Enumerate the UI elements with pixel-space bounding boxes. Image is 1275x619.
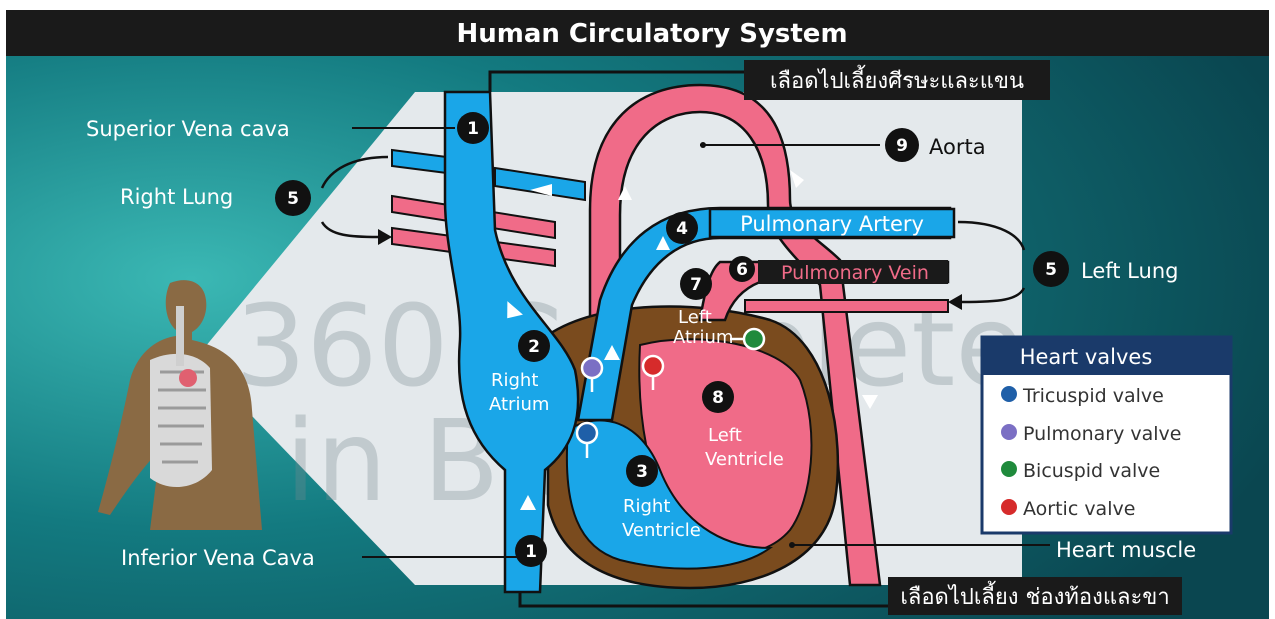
right-ventricle-label-line-2: Ventricle	[622, 520, 701, 541]
svg-text:9: 9	[896, 136, 908, 156]
legend-tricuspid-swatch	[1001, 386, 1017, 402]
left-ventricle-label-line-1: Left	[708, 425, 742, 446]
heart-muscle-label: Heart muscle	[1056, 538, 1196, 562]
bottom-note-text: เลือดไปเลี้ยง ช่องท้องและขา	[900, 581, 1169, 610]
badge-pulmonary-artery: 4	[666, 212, 698, 244]
aorta-label: Aorta	[929, 135, 986, 159]
inferior-vena-cava-label: Inferior Vena Cava	[121, 546, 315, 570]
legend-item-bicuspid: Bicuspid valve	[1023, 460, 1160, 482]
tricuspid-valve-marker	[577, 423, 597, 443]
badge-left-ventricle: 8	[702, 381, 734, 413]
badge-svc: 1	[457, 112, 489, 144]
svg-text:1: 1	[467, 119, 479, 139]
heart-muscle-leader-dot	[789, 542, 795, 548]
svg-text:5: 5	[287, 189, 299, 209]
legend-title: Heart valves	[1020, 345, 1153, 369]
left-ventricle-label-line-2: Ventricle	[705, 449, 784, 470]
badge-aorta: 9	[885, 128, 919, 162]
left-lung-label: Left Lung	[1081, 259, 1178, 283]
legend-aortic-swatch	[1001, 499, 1017, 515]
svg-text:8: 8	[712, 388, 724, 408]
right-atrium-label-line-1: Right	[491, 370, 538, 391]
badge-right-atrium: 2	[518, 330, 550, 362]
badge-right-lung: 5	[275, 180, 311, 216]
right-lung-label: Right Lung	[120, 185, 233, 209]
diagram-title: Human Circulatory System	[456, 19, 847, 49]
svg-text:5: 5	[1045, 260, 1057, 280]
svg-text:3: 3	[636, 462, 648, 482]
superior-vena-cava-label: Superior Vena cava	[86, 117, 290, 141]
right-margin	[1269, 0, 1275, 619]
legend-item-tricuspid: Tricuspid valve	[1022, 385, 1164, 407]
legend-item-aortic: Aortic valve	[1023, 498, 1135, 520]
right-ventricle-label-line-1: Right	[623, 496, 670, 517]
svg-text:4: 4	[676, 219, 688, 239]
svg-text:2: 2	[528, 337, 540, 357]
pulmonary-vein-label: Pulmonary Vein	[781, 262, 929, 284]
right-atrium-label-line-2: Atrium	[489, 394, 549, 415]
legend-item-pulmonary: Pulmonary valve	[1023, 423, 1181, 445]
pulmonary-vein-lower	[745, 300, 948, 312]
svg-text:7: 7	[690, 275, 702, 295]
top-margin	[0, 0, 1275, 10]
badge-left-lung: 5	[1033, 251, 1069, 287]
badge-right-ventricle: 3	[626, 455, 658, 487]
left-atrium-label-line-1: Left	[678, 307, 712, 328]
aortic-valve-marker	[643, 356, 663, 376]
bicuspid-valve-marker	[744, 329, 764, 349]
legend-pulmonary-swatch	[1001, 424, 1017, 440]
svg-text:6: 6	[736, 260, 748, 280]
heart-valves-legend: Heart valves Tricuspid valve Pulmonary v…	[982, 337, 1231, 533]
left-margin	[0, 0, 6, 619]
badge-ivc: 1	[515, 535, 547, 567]
left-atrium-label-line-2: Atrium	[673, 327, 733, 348]
aorta-leader-dot	[700, 142, 706, 148]
svg-text:1: 1	[525, 542, 537, 562]
pulmonary-artery-label: Pulmonary Artery	[740, 212, 924, 236]
legend-bicuspid-swatch	[1001, 461, 1017, 477]
badge-left-atrium: 7	[680, 268, 712, 300]
top-note-text: เลือดไปเลี้ยงศีรษะและแขน	[770, 65, 1024, 94]
pulmonary-valve-marker	[582, 358, 602, 378]
badge-pulmonary-vein: 6	[729, 256, 755, 282]
